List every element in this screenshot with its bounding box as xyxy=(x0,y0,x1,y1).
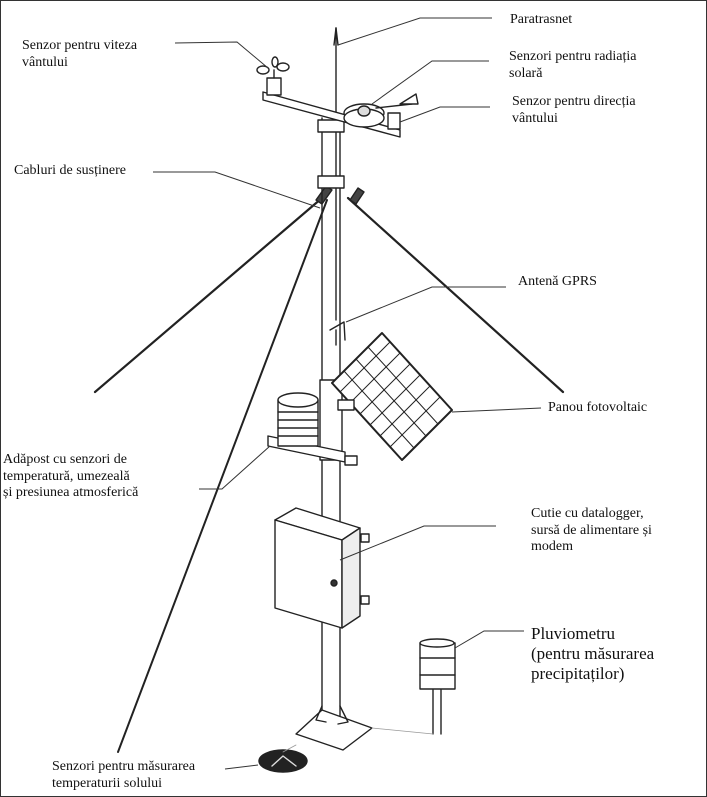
lightning-rod xyxy=(333,27,339,321)
guy-wires xyxy=(93,185,565,753)
label-gprs-antenna: Antenă GPRS xyxy=(518,274,597,289)
label-guy-wires: Cabluri de susținere xyxy=(14,163,126,178)
label-solar-panel: Panou fotovoltaic xyxy=(548,400,648,415)
label-soil-temperature-sensors: Senzori pentru măsurarea temperaturii so… xyxy=(52,759,196,791)
label-lightning-rod: Paratrasnet xyxy=(510,12,573,27)
gprs-antenna xyxy=(329,321,346,346)
label-solar-radiation-sensor: Senzori pentru radiația solară xyxy=(509,49,637,81)
mast xyxy=(317,117,345,719)
label-wind-direction-sensor: Senzor pentru direcția vântului xyxy=(512,94,636,126)
rain-gauge xyxy=(419,638,456,735)
radiation-shield xyxy=(267,392,358,466)
label-wind-speed-sensor: Senzor pentru viteza vântului xyxy=(22,38,138,70)
pyranometer xyxy=(343,103,385,128)
datalogger-box xyxy=(274,507,370,629)
leader-lines xyxy=(153,17,542,770)
soil-temperature-sensor xyxy=(258,749,308,773)
solar-panel xyxy=(331,332,453,461)
ground-links xyxy=(282,727,434,753)
anemometer xyxy=(256,56,290,96)
label-datalogger-box: Cutie cu datalogger, sursă de alimentare… xyxy=(531,506,652,555)
base-plate xyxy=(295,705,373,751)
label-radiation-shield: Adăpost cu senzori de temperatură, umeze… xyxy=(3,452,139,501)
label-rain-gauge: Pluviometru (pentru măsurarea precipitaț… xyxy=(531,624,655,684)
wind-vane xyxy=(375,93,419,130)
